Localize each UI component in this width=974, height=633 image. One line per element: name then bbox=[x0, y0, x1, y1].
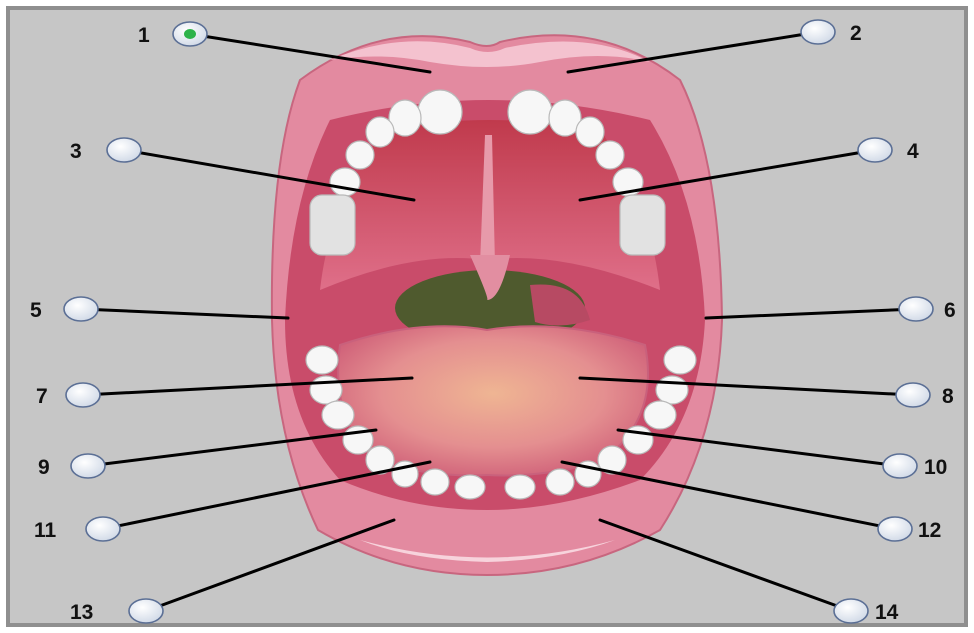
radio-button-6[interactable] bbox=[899, 297, 933, 321]
label-14: 14 bbox=[875, 601, 899, 624]
leader-line-14 bbox=[600, 520, 851, 611]
radio-button-13[interactable] bbox=[129, 599, 163, 623]
label-13: 13 bbox=[70, 601, 93, 624]
radio-button-7[interactable] bbox=[66, 383, 100, 407]
radio-button-2[interactable] bbox=[801, 20, 835, 44]
label-11: 11 bbox=[34, 519, 57, 542]
leader-line-5 bbox=[81, 309, 288, 318]
label-10: 10 bbox=[924, 456, 947, 479]
radio-button-5[interactable] bbox=[64, 297, 98, 321]
radio-button-11[interactable] bbox=[86, 517, 120, 541]
radio-button-3[interactable] bbox=[107, 138, 141, 162]
radio-button-4[interactable] bbox=[858, 138, 892, 162]
leader-line-6 bbox=[706, 309, 916, 318]
selected-dot bbox=[184, 29, 196, 39]
label-2: 2 bbox=[850, 22, 862, 45]
radio-button-14[interactable] bbox=[834, 599, 868, 623]
radio-button-12[interactable] bbox=[878, 517, 912, 541]
label-12: 12 bbox=[918, 519, 941, 542]
label-4: 4 bbox=[907, 140, 919, 163]
radio-button-9[interactable] bbox=[71, 454, 105, 478]
label-5: 5 bbox=[30, 299, 42, 322]
label-1: 1 bbox=[138, 24, 150, 47]
label-7: 7 bbox=[36, 385, 48, 408]
radio-button-10[interactable] bbox=[883, 454, 917, 478]
label-8: 8 bbox=[942, 385, 954, 408]
radio-button-8[interactable] bbox=[896, 383, 930, 407]
label-6: 6 bbox=[944, 299, 956, 322]
radio-button-1[interactable] bbox=[173, 22, 207, 46]
leader-line-13 bbox=[146, 520, 394, 611]
label-3: 3 bbox=[70, 140, 82, 163]
label-9: 9 bbox=[38, 456, 50, 479]
